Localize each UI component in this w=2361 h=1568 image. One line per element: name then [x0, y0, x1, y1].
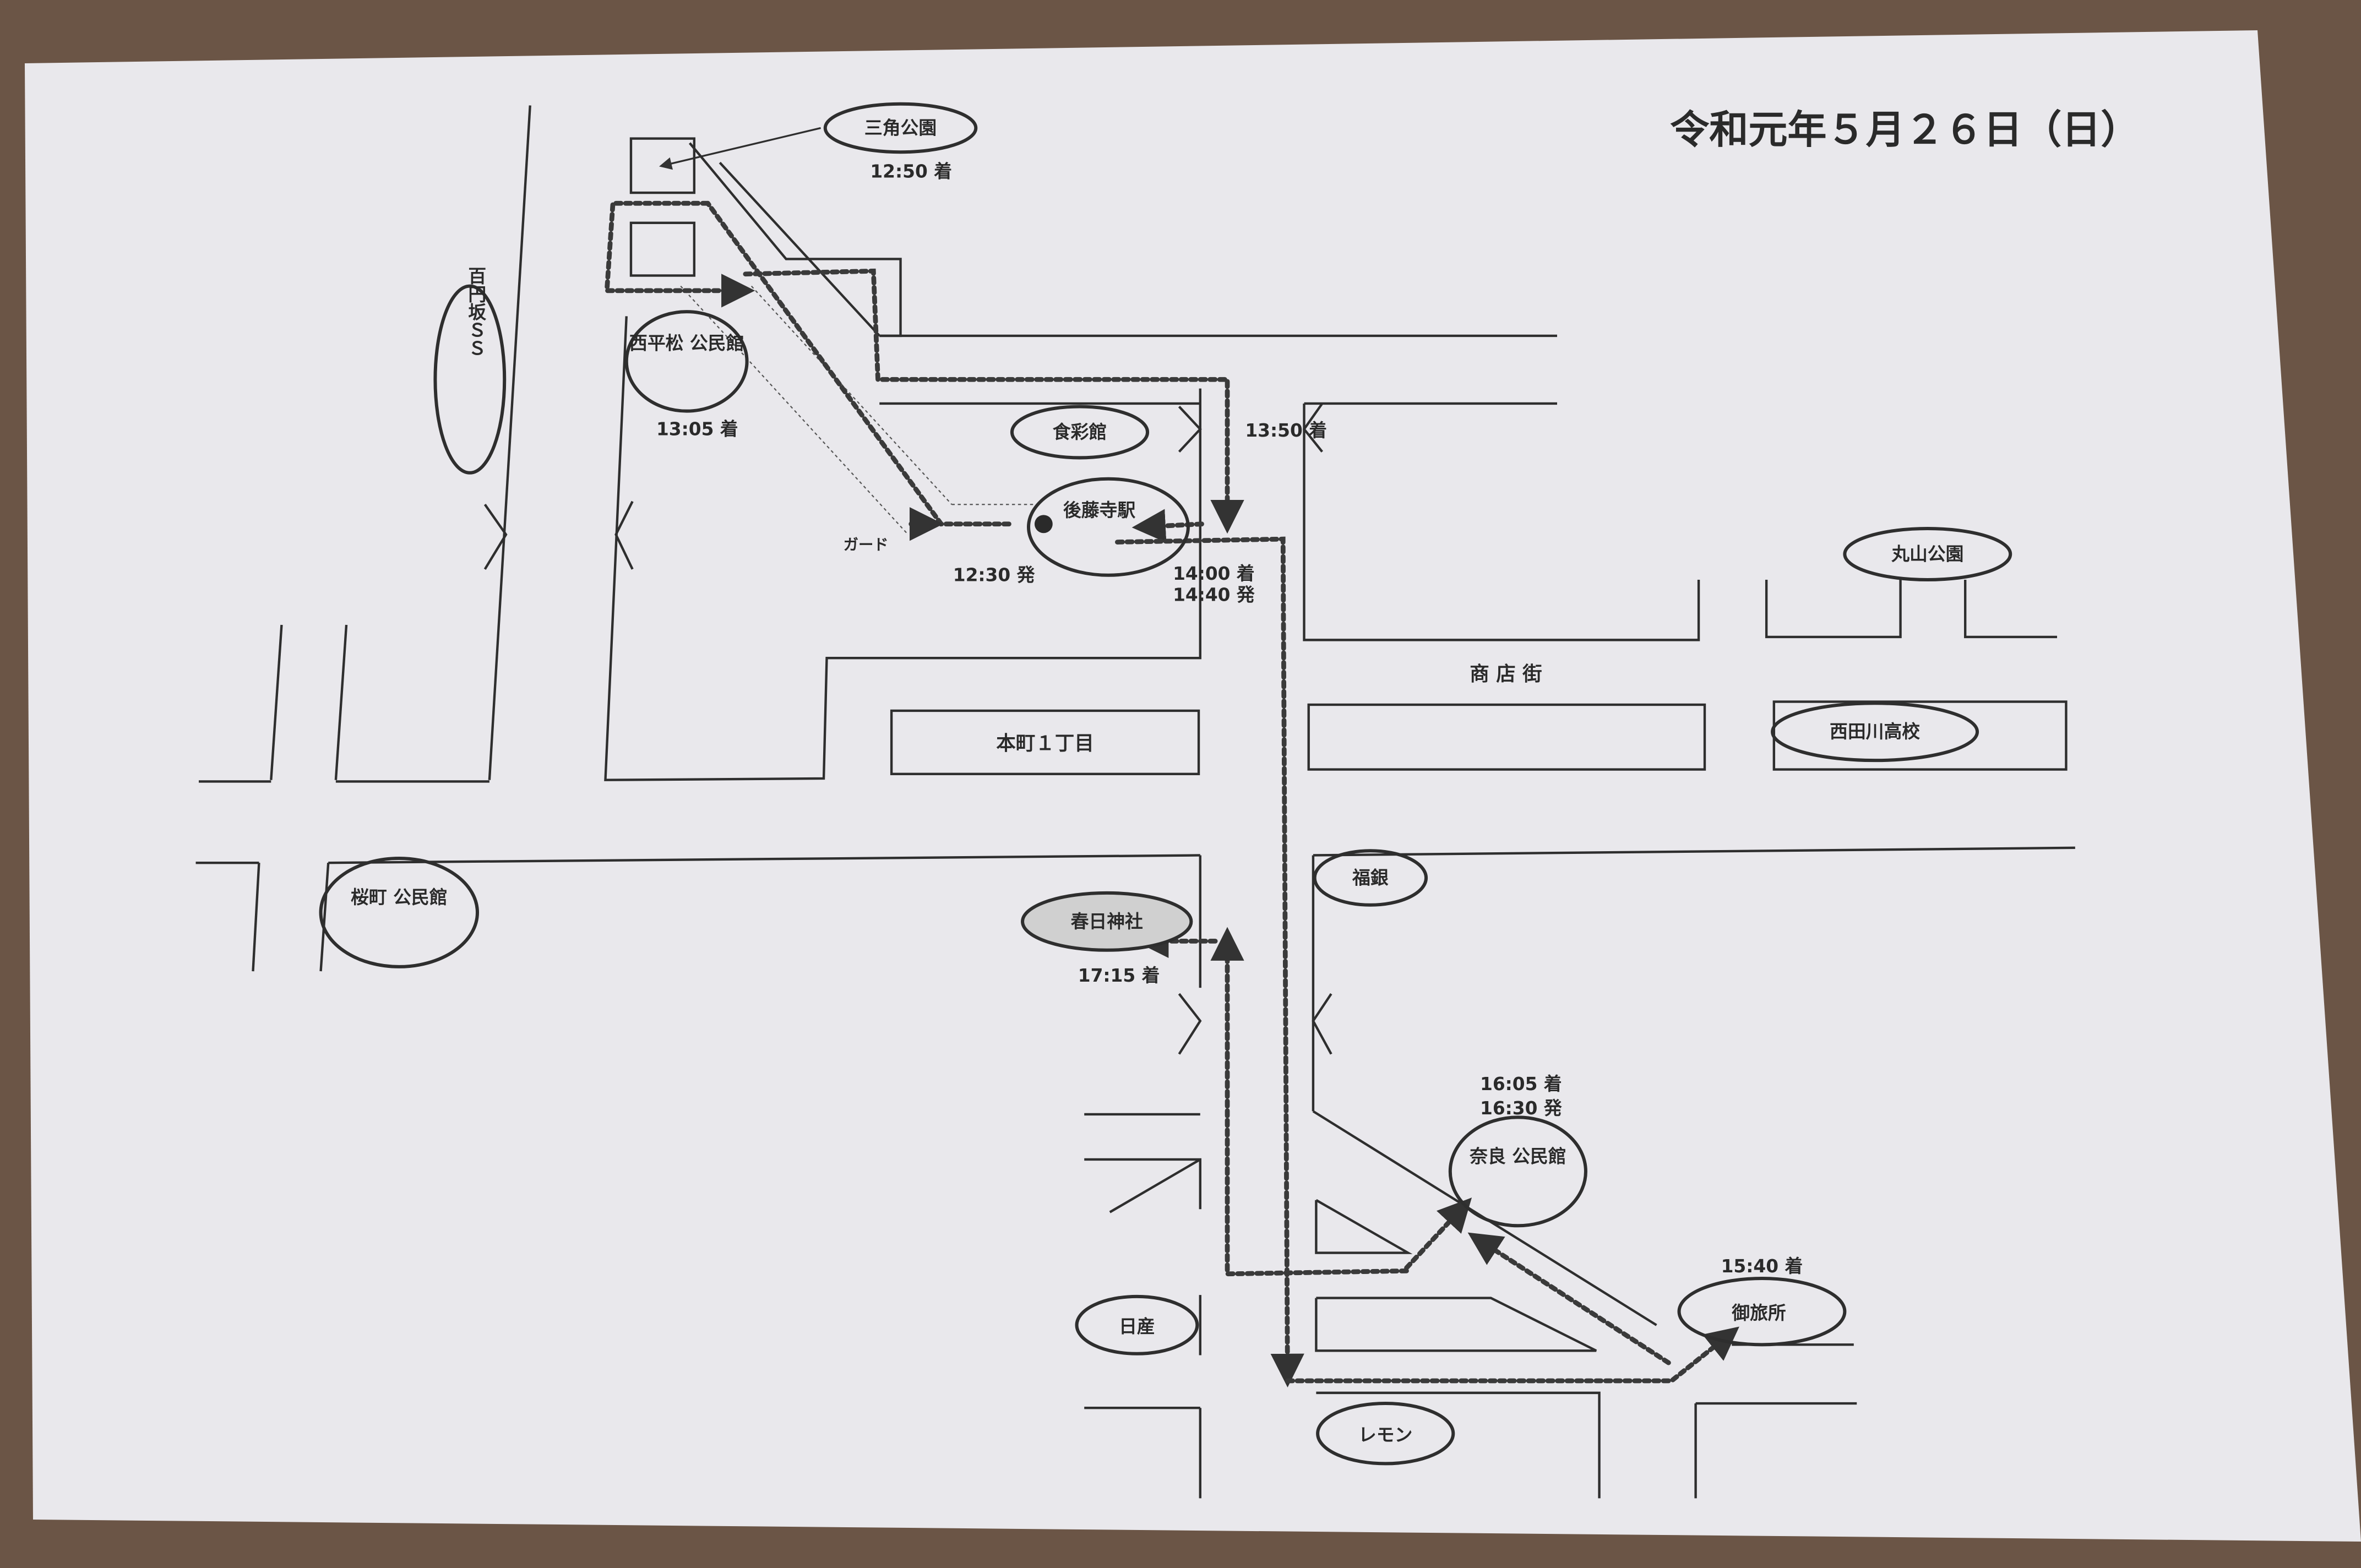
shokusaikan-ellipse — [1010, 405, 1150, 460]
label-gotoji-station: 後藤寺駅 — [1063, 500, 1135, 521]
bridge-marks — [483, 402, 1332, 1055]
label-nissan: 日産 — [1119, 1316, 1155, 1337]
nishihiramatsu-ellipse — [624, 310, 749, 413]
label-sankaku-park: 三角公園 — [864, 117, 937, 138]
sankaku-pointer — [659, 127, 821, 170]
procession-route — [604, 200, 1739, 1388]
time-nara-depart: 16:30 発 — [1480, 1098, 1562, 1119]
time-kasuga-arrive: 17:15 着 — [1078, 965, 1160, 986]
label-nishihiramatsu-line1: 西平松 公民館 — [629, 333, 744, 354]
map-drawing: 三角公園 百円坂ＳＳ 西平松 公民館 食彩館 後藤寺駅 丸山公園 西田川高校 桜… — [195, 102, 2140, 1499]
document-title: 令和元年５月２６日（日） — [1670, 107, 2140, 153]
label-lemon: レモン — [1358, 1424, 1412, 1445]
time-sankaku-arrive: 12:50 着 — [870, 161, 952, 182]
time-labels: 12:50 着 13:05 着 12:30 発 13:50 着 14:00 着 … — [656, 161, 1803, 1277]
label-hyakuenzaka: 百円坂ＳＳ — [465, 266, 486, 357]
landmark-labels: 三角公園 百円坂ＳＳ 西平松 公民館 食彩館 後藤寺駅 丸山公園 西田川高校 桜… — [351, 117, 1963, 1445]
label-shokusaikan: 食彩館 — [1053, 422, 1107, 443]
label-sakuramachi: 桜町 公民館 — [351, 887, 447, 908]
fukugin-ellipse — [1313, 849, 1428, 907]
label-nishitagawa-hs: 西田川高校 — [1830, 721, 1920, 742]
label-otabisho: 御旅所 — [1731, 1303, 1786, 1324]
time-shokusaikan-arrive: 13:50 着 — [1245, 420, 1327, 441]
gotoji-ellipse — [1026, 477, 1190, 577]
hyakuenzaka-ellipse — [433, 284, 507, 475]
maruyama-ellipse — [1843, 526, 2012, 581]
paper-sheet — [25, 30, 2361, 1542]
landmark-ellipses — [319, 102, 2012, 1466]
time-nishihiramatsu-arrive: 13:05 着 — [656, 418, 738, 439]
area-labels: 商 店 街 本町１丁目 ガード — [844, 536, 1542, 755]
time-nara-arrive: 16:05 着 — [1480, 1074, 1562, 1095]
label-kasuga-shrine: 春日神社 — [1071, 911, 1143, 932]
otabisho-ellipse — [1677, 1277, 1847, 1347]
kasuga-ellipse — [1021, 891, 1193, 952]
lemon-ellipse — [1316, 1402, 1455, 1466]
time-gotoji-depart2: 14:40 発 — [1173, 584, 1255, 605]
time-gotoji-depart: 12:30 発 — [953, 565, 1035, 586]
station-dot — [1034, 515, 1053, 533]
label-guard: ガード — [844, 536, 889, 553]
label-shotengai: 商 店 街 — [1470, 663, 1542, 685]
nissan-ellipse — [1075, 1294, 1199, 1355]
label-fukugin: 福銀 — [1352, 867, 1389, 888]
label-honmachi: 本町１丁目 — [996, 732, 1094, 755]
nishitagawa-ellipse — [1771, 701, 1979, 763]
sakuramachi-ellipse — [319, 856, 480, 968]
time-otabisho-arrive: 15:40 着 — [1721, 1256, 1803, 1277]
label-nara-hall: 奈良 公民館 — [1469, 1146, 1566, 1167]
nara-ellipse — [1448, 1115, 1587, 1228]
sankaku-park-ellipse — [823, 102, 978, 154]
railway-guides — [680, 285, 1040, 535]
label-maruyama-park: 丸山公園 — [1891, 543, 1963, 564]
time-gotoji-arrive2: 14:00 着 — [1173, 563, 1255, 584]
